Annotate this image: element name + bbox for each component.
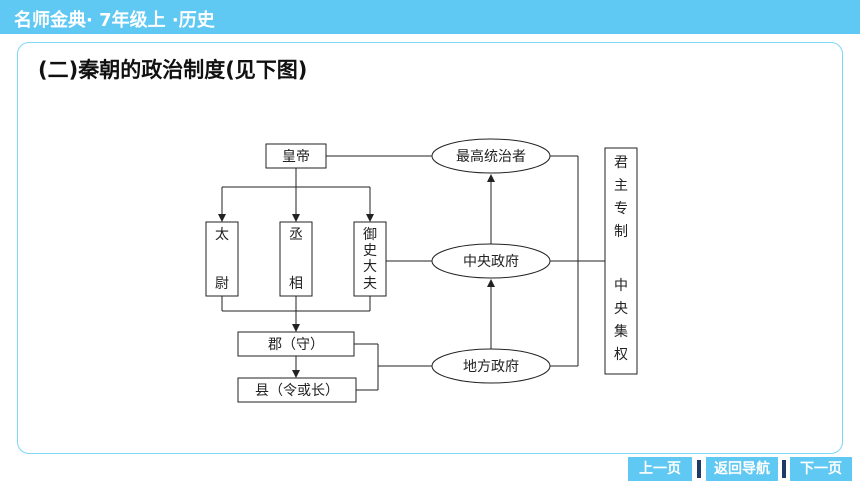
summary-char: 权 (614, 347, 628, 363)
next-page-button[interactable]: 下一页 (790, 457, 852, 481)
summary-char: 君 (614, 155, 628, 171)
nav-separator (782, 460, 786, 478)
commandery-label: 郡（守） (268, 337, 324, 353)
header-title: 名师金典· 7年级上 ·历史 (14, 10, 215, 31)
official-char: 史 (363, 243, 377, 259)
official-char: 御 (363, 227, 377, 243)
summary-char: 央 (614, 301, 628, 317)
summary-char: 专 (614, 201, 628, 217)
content-card (17, 42, 843, 454)
summary-box (604, 147, 638, 375)
local-gov-label: 地方政府 (463, 359, 519, 375)
nav-separator (697, 460, 701, 478)
central-gov-label: 中央政府 (463, 254, 519, 270)
official-char: 太 (215, 227, 229, 243)
back-to-nav-button[interactable]: 返回导航 (706, 457, 778, 481)
summary-char: 中 (614, 278, 628, 294)
official-char: 尉 (215, 276, 229, 292)
emperor-label: 皇帝 (282, 149, 310, 165)
summary-char: 集 (614, 323, 628, 340)
official-char: 大 (363, 259, 377, 275)
header-bar: 名师金典· 7年级上 ·历史 (0, 0, 860, 34)
summary-char: 制 (614, 224, 628, 240)
summary-char: 主 (614, 178, 628, 194)
official-char: 丞 (289, 227, 303, 243)
section-title: (二)秦朝的政治制度(见下图) (38, 58, 308, 82)
supreme-ruler-label: 最高统治者 (456, 148, 526, 165)
official-char: 相 (289, 276, 303, 292)
county-label: 县（令或长） (255, 383, 339, 399)
prev-page-button[interactable]: 上一页 (628, 457, 692, 481)
official-char: 夫 (363, 276, 377, 292)
